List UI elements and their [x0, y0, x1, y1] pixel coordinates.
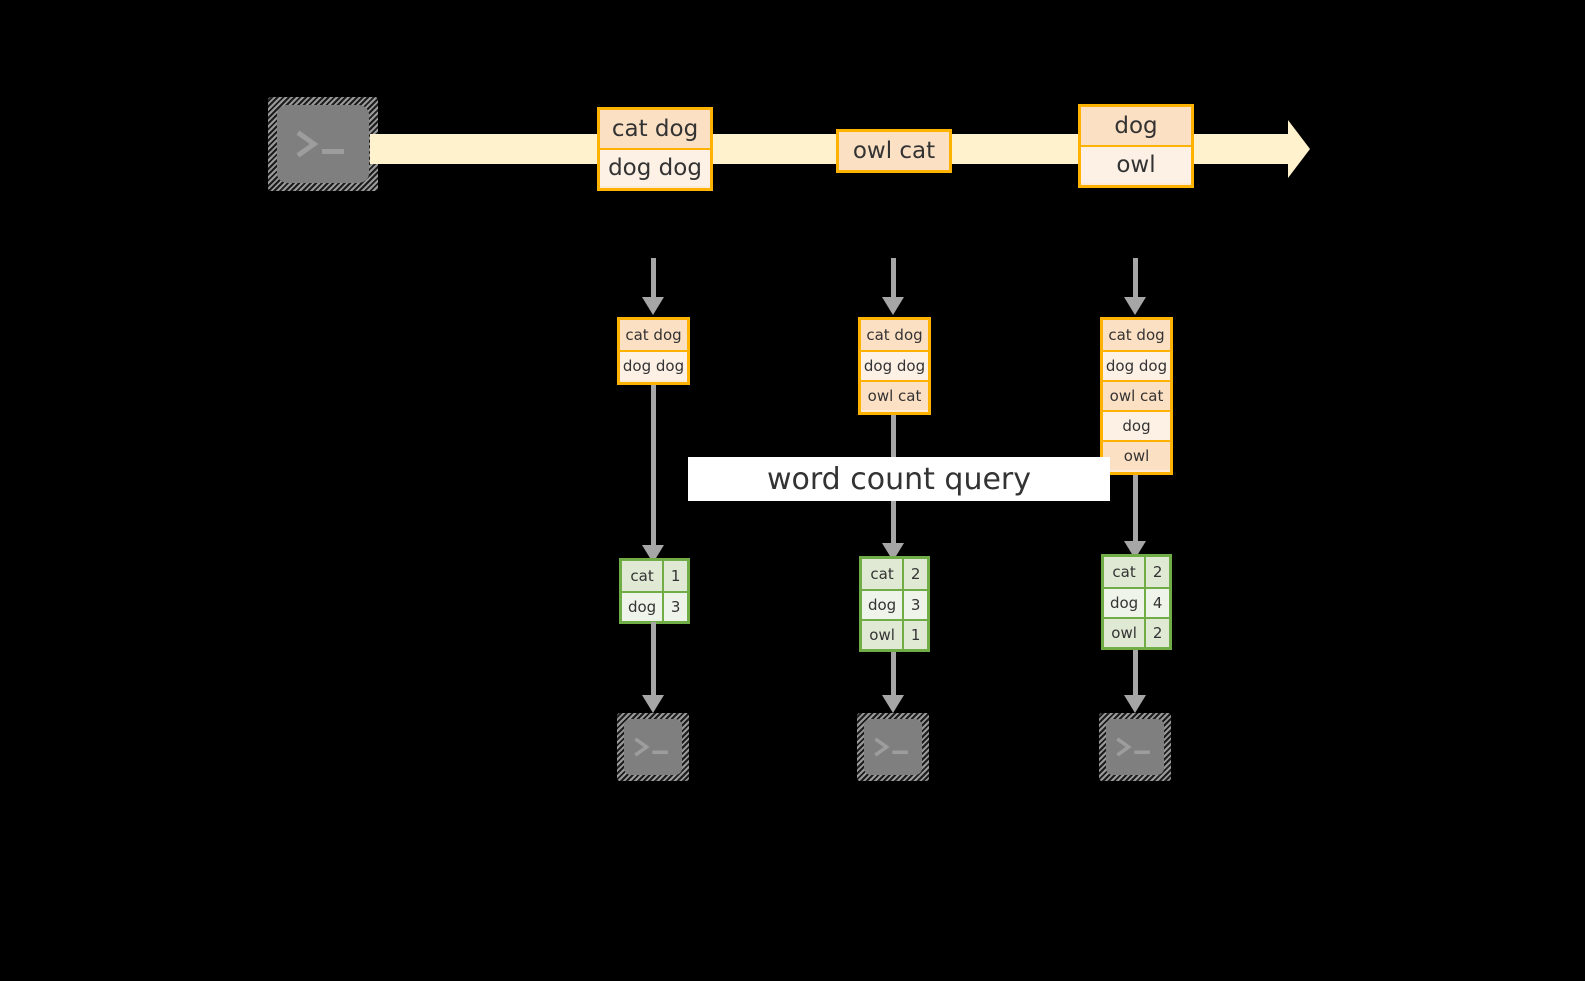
accumulated-line: cat dog	[1103, 320, 1170, 350]
sink-terminal-2-icon[interactable]	[857, 713, 929, 781]
ingest-arrow-line	[651, 258, 656, 300]
accumulated-line: owl cat	[861, 380, 928, 410]
accumulated-state-3[interactable]: cat dog dog dog owl cat dog owl	[1100, 317, 1173, 475]
stream-message-line: cat dog	[600, 110, 710, 148]
terminal-prompt-glyph-icon	[1116, 737, 1150, 757]
ingest-arrow-head-icon	[882, 297, 904, 315]
result-count: 1	[662, 561, 687, 591]
result-word: owl	[862, 621, 903, 649]
sink-terminal-1-icon[interactable]	[617, 713, 689, 781]
accumulated-line: dog dog	[861, 350, 928, 380]
stream-message-1[interactable]: cat dog dog dog	[597, 107, 713, 191]
result-word: cat	[622, 561, 663, 591]
result-count: 3	[902, 591, 927, 619]
stream-message-line: owl cat	[839, 132, 949, 170]
query-arrow-line-1	[651, 385, 656, 565]
sink-arrow-line-2	[891, 652, 896, 698]
result-count: 2	[1144, 557, 1169, 587]
result-word: dog	[622, 593, 663, 621]
stream-message-line: owl	[1081, 145, 1191, 183]
result-word: dog	[862, 591, 903, 619]
accumulated-state-1[interactable]: cat dog dog dog	[617, 317, 690, 385]
table-row: owl 1	[862, 619, 927, 649]
ingest-arrow-head-icon	[1124, 297, 1146, 315]
accumulated-line: owl cat	[1103, 380, 1170, 410]
result-word: owl	[1104, 619, 1145, 647]
stream-message-line: dog	[1081, 107, 1191, 145]
terminal-screen	[1106, 719, 1164, 775]
query-label: word count query	[688, 457, 1110, 501]
result-table-1[interactable]: cat 1 dog 3	[619, 558, 690, 624]
table-row: dog 3	[622, 591, 687, 621]
result-table-3[interactable]: cat 2 dog 4 owl 2	[1101, 554, 1172, 650]
stream-message-3[interactable]: dog owl	[1078, 104, 1194, 188]
accumulated-line: dog dog	[1103, 350, 1170, 380]
result-count: 4	[1144, 589, 1169, 617]
accumulated-line: dog	[1103, 410, 1170, 440]
table-row: dog 3	[862, 589, 927, 619]
result-word: cat	[1104, 557, 1145, 587]
table-row: cat 2	[862, 559, 927, 589]
result-count: 3	[662, 593, 687, 621]
accumulated-line: dog dog	[620, 350, 687, 380]
table-row: cat 1	[622, 561, 687, 591]
ingest-arrow-line	[891, 258, 896, 300]
result-count: 1	[902, 621, 927, 649]
result-count: 2	[902, 559, 927, 589]
result-word: dog	[1104, 589, 1145, 617]
result-table-2[interactable]: cat 2 dog 3 owl 1	[859, 556, 930, 652]
stream-message-line: dog dog	[600, 148, 710, 186]
terminal-screen	[624, 719, 682, 775]
accumulated-state-2[interactable]: cat dog dog dog owl cat	[858, 317, 931, 415]
sink-terminal-3-icon[interactable]	[1099, 713, 1171, 781]
table-row: cat 2	[1104, 557, 1169, 587]
query-arrow-line-3	[1133, 475, 1138, 561]
accumulated-line: cat dog	[620, 320, 687, 350]
sink-arrow-head-icon-3	[1124, 695, 1146, 713]
terminal-prompt-glyph-icon	[874, 737, 908, 757]
sink-arrow-line-1	[651, 622, 656, 698]
accumulated-line: cat dog	[861, 320, 928, 350]
stream-message-2[interactable]: owl cat	[836, 129, 952, 173]
ingest-arrow-head-icon	[642, 297, 664, 315]
sink-arrow-head-icon-1	[642, 695, 664, 713]
table-row: owl 2	[1104, 617, 1169, 647]
terminal-screen	[864, 719, 922, 775]
ingest-arrow-line	[1133, 258, 1138, 300]
result-count: 2	[1144, 619, 1169, 647]
sink-arrow-head-icon-2	[882, 695, 904, 713]
terminal-prompt-glyph-icon	[634, 737, 668, 757]
result-word: cat	[862, 559, 903, 589]
sink-arrow-line-3	[1133, 650, 1138, 698]
terminal-screen	[277, 105, 369, 183]
accumulated-line: owl	[1103, 440, 1170, 470]
source-terminal-icon[interactable]	[268, 97, 378, 191]
terminal-prompt-glyph-icon	[296, 130, 344, 158]
table-row: dog 4	[1104, 587, 1169, 617]
stream-arrowhead-icon	[1288, 120, 1310, 178]
